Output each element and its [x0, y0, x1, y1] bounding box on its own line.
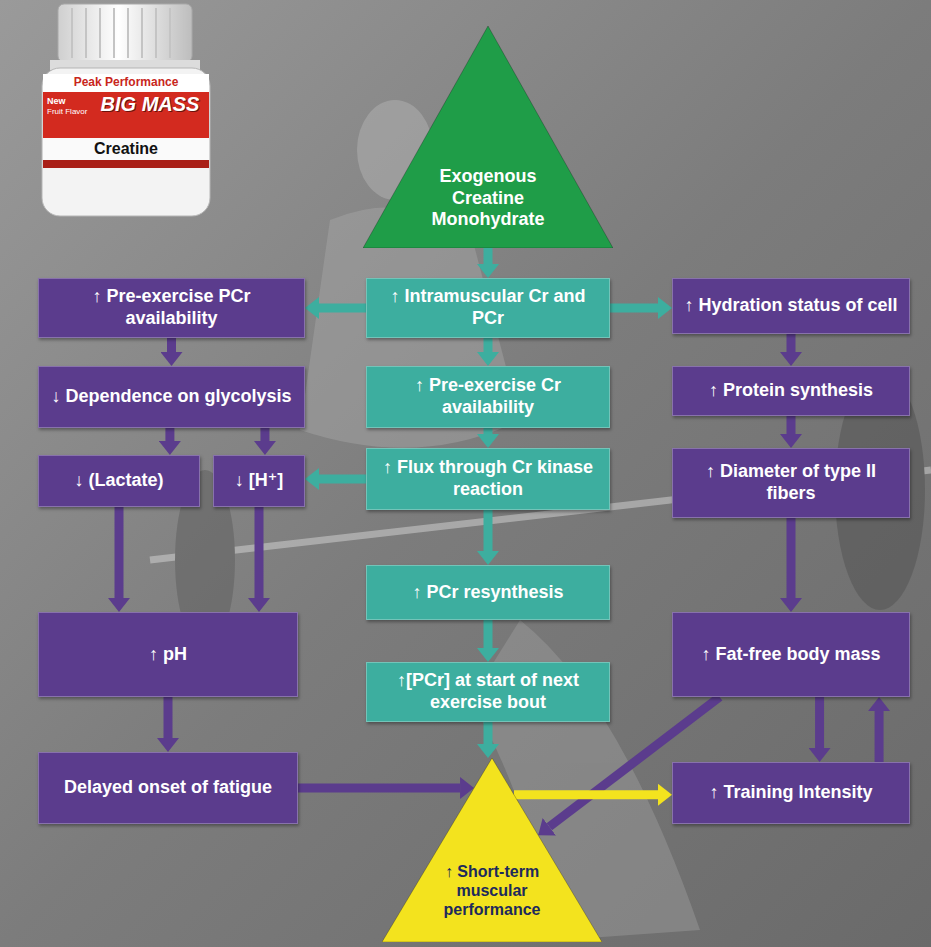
node-text: ↓ Dependence on glycolysis — [51, 386, 291, 408]
flow-arrow — [255, 507, 264, 598]
process-box: ↓ (Lactate) — [38, 455, 200, 507]
bottle-cap — [58, 4, 192, 62]
node-text: Exogenous Creatine Monohydrate — [403, 166, 573, 231]
bottle-label: Fruit Flavor — [47, 108, 99, 117]
process-box: ↓ [H⁺] — [213, 455, 305, 507]
flow-arrow — [484, 722, 493, 744]
flow-arrow — [319, 475, 366, 484]
triangle-fill — [363, 26, 613, 248]
flow-arrow — [319, 304, 366, 313]
node-text: ↓ [H⁺] — [235, 470, 284, 492]
process-box: ↑ Protein synthesis — [672, 366, 910, 416]
process-box: ↑ Hydration status of cell — [672, 278, 910, 334]
flow-arrow — [260, 428, 269, 441]
flow-arrow — [787, 334, 796, 352]
node-text: ↑ Diameter of type II fibers — [681, 461, 901, 504]
process-box: ↑[PCr] at start of next exercise bout — [366, 662, 610, 722]
node-text: ↑ Pre-exercise Cr availability — [375, 375, 601, 418]
flow-arrow — [815, 697, 824, 748]
node-text: ↑ Flux through Cr kinase reaction — [375, 457, 601, 500]
label-band — [43, 92, 209, 138]
flow-arrow — [165, 428, 174, 441]
node-text: ↑ Intramuscular Cr and PCr — [375, 286, 601, 329]
bottle-body — [42, 68, 210, 216]
node-text: ↑[PCr] at start of next exercise bout — [375, 670, 601, 713]
label-band — [43, 160, 209, 168]
bottle-label: New — [47, 97, 99, 107]
flow-arrow — [484, 510, 493, 551]
flow-arrow — [610, 304, 658, 313]
process-box: ↑ Pre-exercise PCr availability — [38, 278, 305, 338]
node-text: ↓ (Lactate) — [74, 470, 163, 492]
flow-arrow — [875, 711, 884, 762]
node-text: ↑ PCr resynthesis — [412, 582, 563, 604]
process-box: ↑ Intramuscular Cr and PCr — [366, 278, 610, 338]
flow-arrow — [298, 784, 460, 793]
flow-arrow — [164, 697, 173, 738]
process-box: ↑ Training Intensity — [672, 762, 910, 824]
node-text: ↑ Hydration status of cell — [684, 295, 897, 317]
flow-arrow — [484, 338, 493, 352]
process-box: ↑ pH — [38, 612, 298, 697]
node-text: ↑ Training Intensity — [709, 782, 872, 804]
flow-arrow — [484, 428, 493, 434]
flow-arrow — [514, 790, 658, 799]
triangle-fill — [382, 758, 602, 942]
process-box: ↑ Diameter of type II fibers — [672, 448, 910, 518]
process-box: Delayed onset of fatigue — [38, 752, 298, 824]
flow-arrow — [787, 416, 796, 434]
node-text: ↑ Protein synthesis — [709, 380, 873, 402]
bottle-label: BIG MASS — [100, 93, 200, 115]
bottle-label: Creatine — [58, 140, 194, 158]
bottle-label: Peak Performance — [58, 76, 194, 89]
flow-arrow — [484, 248, 493, 264]
process-box: ↑ Flux through Cr kinase reaction — [366, 448, 610, 510]
node-text: Delayed onset of fatigue — [64, 777, 272, 799]
node-text: ↑ Fat-free body mass — [701, 644, 880, 666]
triangle-node: Exogenous Creatine Monohydrate — [363, 26, 613, 248]
triangle-node: ↑ Short-term muscular performance — [382, 758, 602, 942]
creatine-bottle — [42, 4, 210, 216]
process-box: ↑ Fat-free body mass — [672, 612, 910, 697]
process-box: ↓ Dependence on glycolysis — [38, 366, 305, 428]
flow-arrow — [787, 518, 796, 598]
process-box: ↑ Pre-exercise Cr availability — [366, 366, 610, 428]
node-text: ↑ Pre-exercise PCr availability — [47, 286, 296, 329]
process-box: ↑ PCr resynthesis — [366, 565, 610, 620]
flow-arrow — [115, 507, 124, 598]
flow-arrow — [167, 338, 176, 352]
label-strip — [43, 74, 209, 92]
node-text: ↑ pH — [149, 644, 187, 666]
cap-ridges — [72, 8, 184, 58]
label-strip — [43, 138, 209, 160]
flow-arrow — [484, 620, 493, 648]
node-text: ↑ Short-term muscular performance — [430, 862, 554, 920]
